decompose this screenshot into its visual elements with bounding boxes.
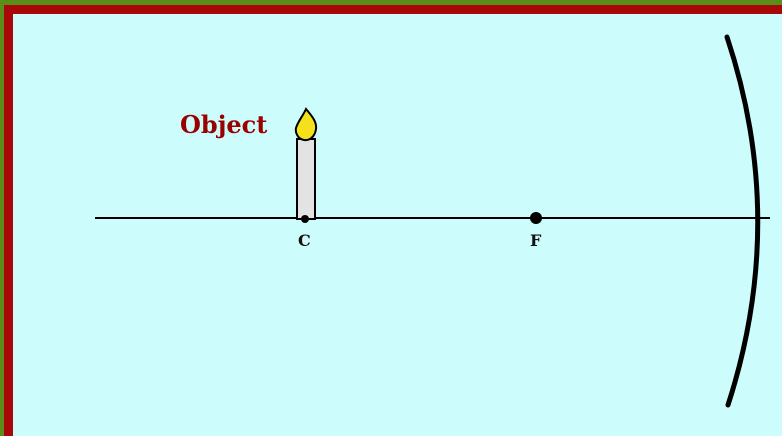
focus-label: F	[530, 231, 542, 250]
diagram-frame	[4, 5, 782, 436]
focus-point	[530, 212, 542, 224]
object-label: Object	[180, 110, 267, 139]
concave-mirror	[724, 34, 761, 408]
candle-body	[296, 138, 316, 220]
center-label: C	[298, 231, 311, 250]
center-point	[301, 215, 309, 223]
candle-icon	[294, 107, 318, 220]
flame-icon	[294, 107, 318, 142]
